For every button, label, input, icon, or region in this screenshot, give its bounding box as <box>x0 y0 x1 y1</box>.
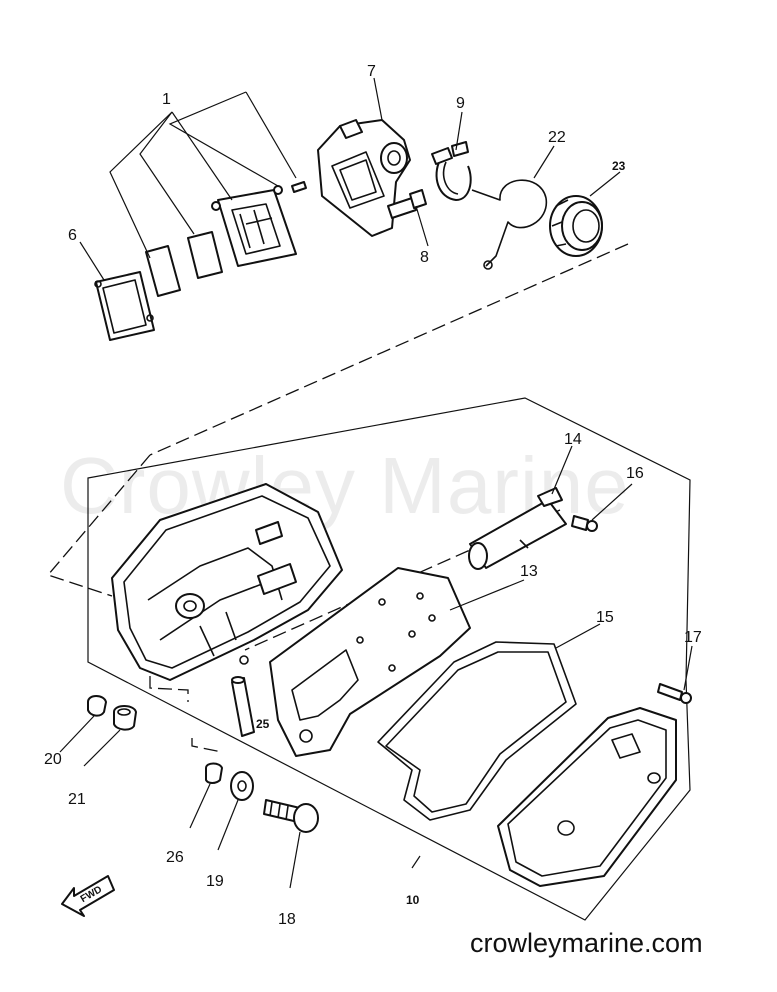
label-part-14: 14 <box>564 431 582 448</box>
part-19-washer <box>230 771 254 801</box>
part-21-collar <box>113 705 137 731</box>
dash-line-upper <box>149 243 629 456</box>
dash-line-upper-left <box>46 454 151 597</box>
dash-line-lower-left2 <box>191 738 223 753</box>
leader-lines <box>59 77 693 889</box>
dash-line-lower-left <box>149 676 189 702</box>
part-25-pipe <box>231 676 255 737</box>
part-1-reed-valve <box>145 181 307 297</box>
label-part-15: 15 <box>596 609 614 626</box>
part-14-tube <box>468 487 567 570</box>
part-22-spring <box>471 179 547 270</box>
label-part-17: 17 <box>684 629 702 646</box>
label-part-19: 19 <box>206 873 224 890</box>
silencer-housing <box>111 483 343 681</box>
label-part-7: 7 <box>367 63 376 80</box>
part-17-screw <box>657 683 692 704</box>
label-part-20: 20 <box>44 751 62 768</box>
label-part-16: 16 <box>626 465 644 482</box>
label-part-23: 23 <box>612 159 626 173</box>
label-part-9: 9 <box>456 95 465 112</box>
silencer-cover <box>497 707 677 887</box>
part-26-collar <box>205 762 223 784</box>
label-part-1: 1 <box>162 91 171 108</box>
part-18-bolt <box>263 799 319 833</box>
label-part-25: 25 <box>256 717 270 731</box>
label-part-10: 10 <box>406 893 420 907</box>
part-15-seal <box>377 641 577 821</box>
part-23-seal <box>549 195 603 257</box>
label-part-8: 8 <box>420 249 429 266</box>
site-watermark: crowleymarine.com <box>470 928 703 958</box>
label-part-18: 18 <box>278 911 296 928</box>
part-8-bolt <box>387 189 427 219</box>
label-part-13: 13 <box>520 563 538 580</box>
part-9-clamp <box>431 141 472 201</box>
group-outline <box>87 397 691 921</box>
fwd-arrow-icon: FWD <box>61 875 115 917</box>
label-part-26: 26 <box>166 849 184 866</box>
part-7-intake-manifold <box>317 119 411 237</box>
label-part-21: 21 <box>68 791 86 808</box>
part-20-grommet <box>87 695 107 717</box>
label-part-6: 6 <box>68 227 77 244</box>
part-13-plate <box>269 567 471 757</box>
part-16-screw <box>571 515 598 532</box>
part-6-gasket <box>94 271 155 341</box>
label-part-22: 22 <box>548 129 566 146</box>
